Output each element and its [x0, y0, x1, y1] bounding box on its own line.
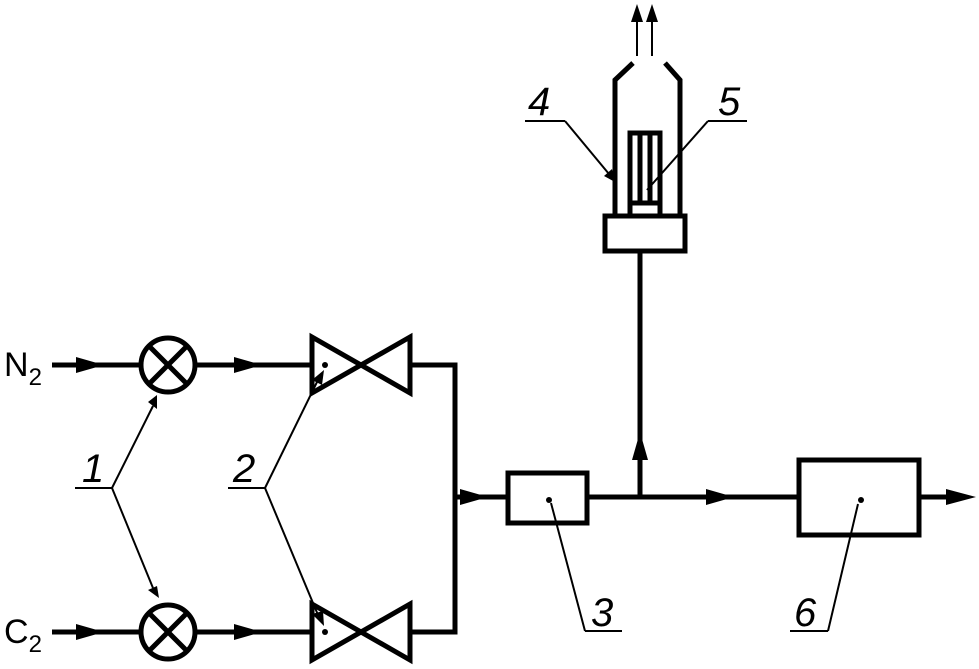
flow-meter-c2-icon [138, 602, 198, 662]
label-flow-meters: 1 [82, 447, 104, 491]
burner-assembly [602, 4, 688, 254]
label-mixer: 3 [591, 591, 613, 635]
label-valves: 2 [232, 447, 255, 491]
label-detector: 6 [794, 591, 817, 635]
input-n2-label: N2 [4, 346, 42, 391]
flow-meter-n2-icon [138, 335, 198, 395]
outlet-arrow-icon [946, 489, 976, 505]
valve-n2-icon [309, 332, 413, 398]
flow-arrow-icon [460, 489, 488, 505]
burner-base [602, 213, 688, 254]
flow-arrow-icon [76, 624, 104, 640]
label-burner-housing: 4 [528, 80, 550, 124]
valve-c2-icon [309, 599, 413, 665]
flow-arrow-icon [234, 357, 262, 373]
flow-arrow-icon [706, 489, 734, 505]
burner-housing [612, 61, 683, 216]
flow-arrow-icon [632, 432, 648, 460]
exhaust-icon [631, 4, 658, 56]
flow-arrow-icon [76, 357, 104, 373]
electrode-icon [627, 130, 663, 216]
input-c2-label: C2 [4, 613, 42, 658]
detector-box [796, 457, 922, 538]
label-electrode: 5 [718, 80, 741, 124]
merge-pipe [410, 362, 508, 635]
flow-arrow-icon [234, 624, 262, 640]
